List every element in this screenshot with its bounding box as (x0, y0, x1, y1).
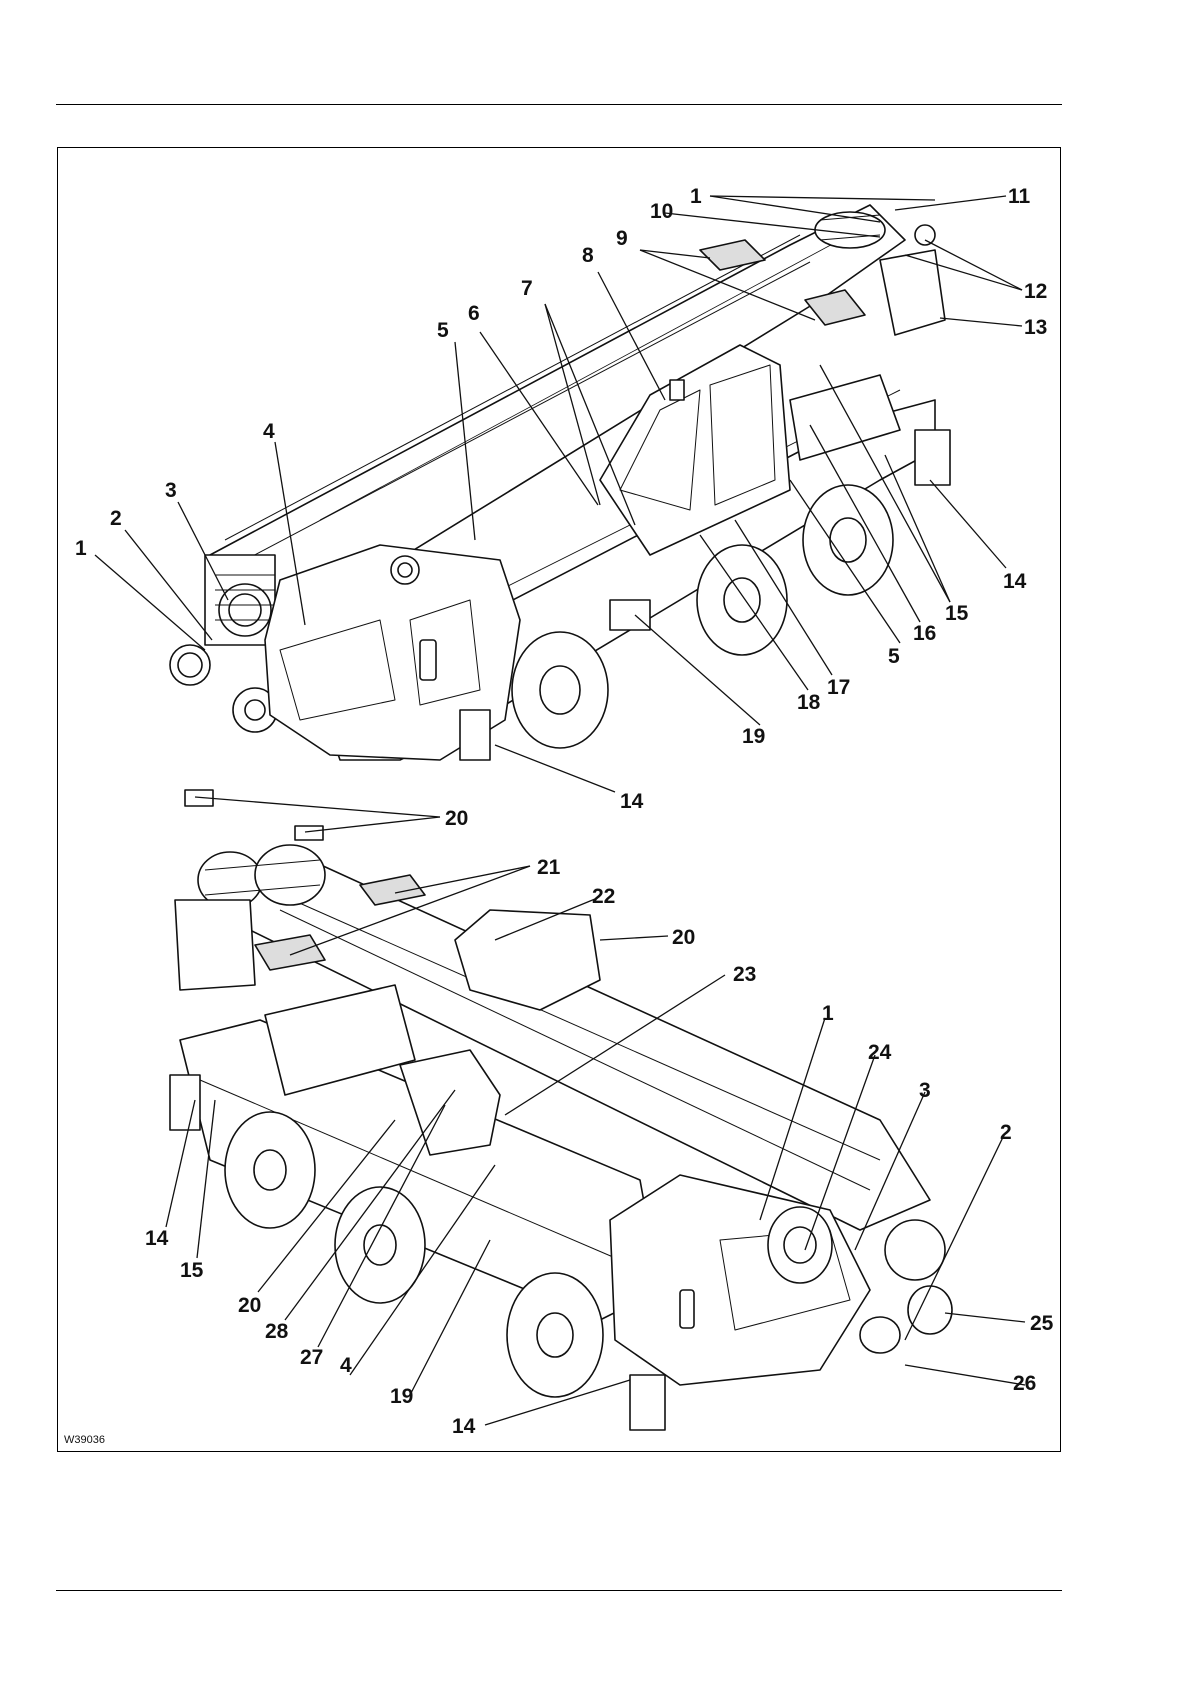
callout-bot-20c: 20 (238, 1294, 261, 1317)
top-boom-head (170, 555, 277, 732)
callout-top-13: 13 (1024, 316, 1047, 339)
callout-top-1a: 1 (75, 537, 87, 560)
top-outrigger-rear (915, 430, 950, 485)
callout-top-7: 7 (521, 277, 533, 300)
callout-top-5b: 5 (888, 645, 900, 668)
callout-top-18: 18 (797, 691, 821, 714)
callout-top-11: 11 (1008, 185, 1031, 208)
callout-top-1b: 1 (690, 185, 702, 208)
callout-top-3: 3 (165, 479, 177, 502)
callout-bot-14a: 14 (145, 1227, 169, 1250)
callout-top-15: 15 (945, 602, 969, 625)
callout-bot-3: 3 (919, 1079, 931, 1102)
callout-top-2: 2 (110, 507, 122, 530)
top-battery-box (610, 600, 650, 630)
callout-bot-20a: 20 (445, 807, 468, 830)
callout-top-9: 9 (616, 227, 628, 250)
callout-bot-21: 21 (537, 856, 561, 879)
top-outrigger-front (460, 710, 490, 760)
callout-bot-23: 23 (733, 963, 756, 986)
top-counterweight (880, 250, 945, 335)
bottom-spare-wheel (768, 1207, 832, 1283)
callout-top-14a: 14 (1003, 570, 1027, 593)
callout-bot-25: 25 (1030, 1312, 1054, 1335)
figure-code: W39036 (64, 1434, 105, 1446)
callout-bot-14b: 14 (452, 1415, 476, 1438)
callout-top-4: 4 (263, 420, 275, 443)
callout-top-12: 12 (1024, 280, 1047, 303)
callout-bot-4: 4 (340, 1354, 352, 1377)
bottom-outrigger-front (630, 1375, 665, 1430)
callout-top-10: 10 (650, 200, 673, 223)
callout-top-17: 17 (827, 676, 850, 699)
bottom-hook-block (860, 1220, 952, 1353)
callout-bot-20b: 20 (672, 926, 695, 949)
bottom-sign-b (295, 826, 323, 840)
callout-top-6: 6 (468, 302, 480, 325)
callout-bot-1: 1 (822, 1002, 834, 1025)
callout-bot-2: 2 (1000, 1121, 1012, 1144)
callout-bot-26: 26 (1013, 1372, 1036, 1395)
callout-top-19: 19 (742, 725, 765, 748)
top-winch (815, 212, 935, 248)
callout-top-14b: 14 (620, 790, 644, 813)
callout-bot-24: 24 (868, 1041, 892, 1064)
callout-top-5a: 5 (437, 319, 449, 342)
callout-bot-22: 22 (592, 885, 615, 908)
callout-bot-15: 15 (180, 1259, 204, 1282)
callout-bot-27: 27 (300, 1346, 323, 1369)
bottom-outrigger-rear (170, 1075, 200, 1130)
bottom-counterweight (175, 900, 255, 990)
callout-bot-28: 28 (265, 1320, 289, 1343)
callout-top-16: 16 (913, 622, 936, 645)
callout-bot-19: 19 (390, 1385, 413, 1408)
callout-top-8: 8 (582, 244, 594, 267)
